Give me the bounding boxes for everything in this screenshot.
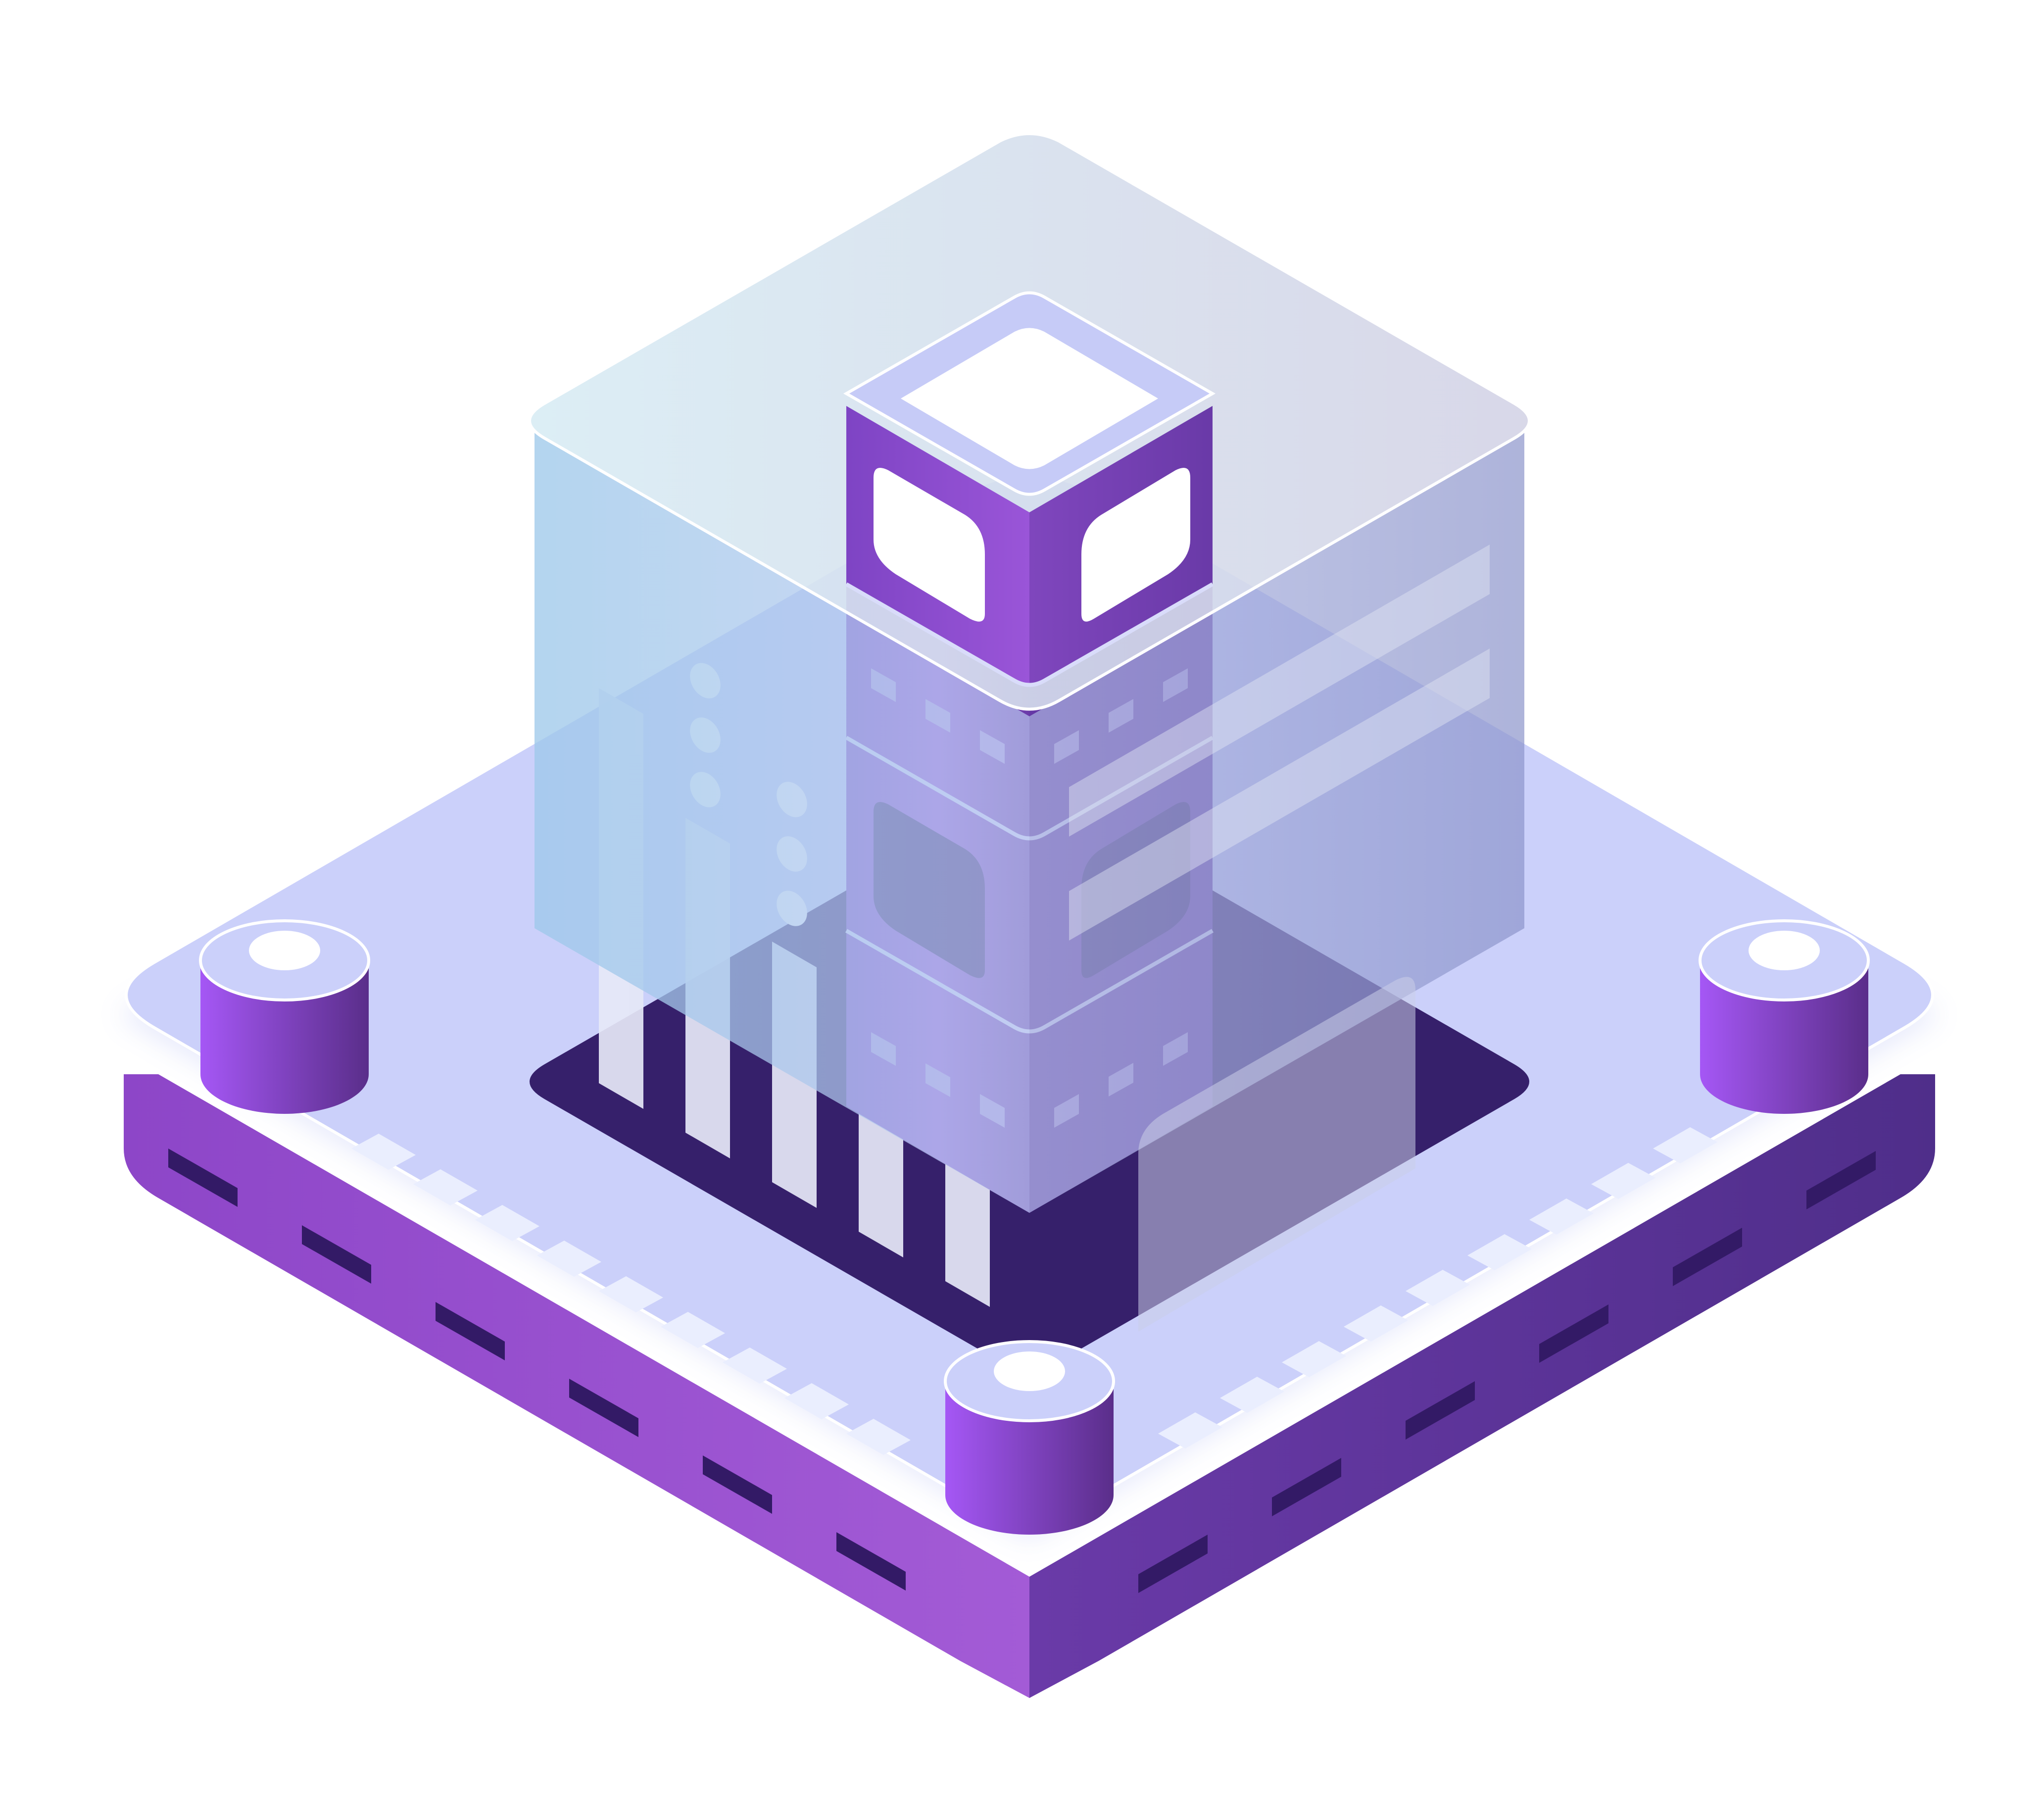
pillar-front <box>944 1340 1115 1535</box>
platform-pads <box>351 1127 1717 1455</box>
pillar-left <box>199 919 370 1114</box>
left-side-vents <box>168 1149 906 1591</box>
glass-front-panel <box>1138 977 1415 1332</box>
platform-right-side <box>1029 1074 1935 1698</box>
pillar-icon <box>199 919 1870 1535</box>
right-side-vents <box>1138 1151 1876 1593</box>
glass-enclosure-icon <box>528 132 1531 1332</box>
pillar-right <box>1699 919 1870 1114</box>
